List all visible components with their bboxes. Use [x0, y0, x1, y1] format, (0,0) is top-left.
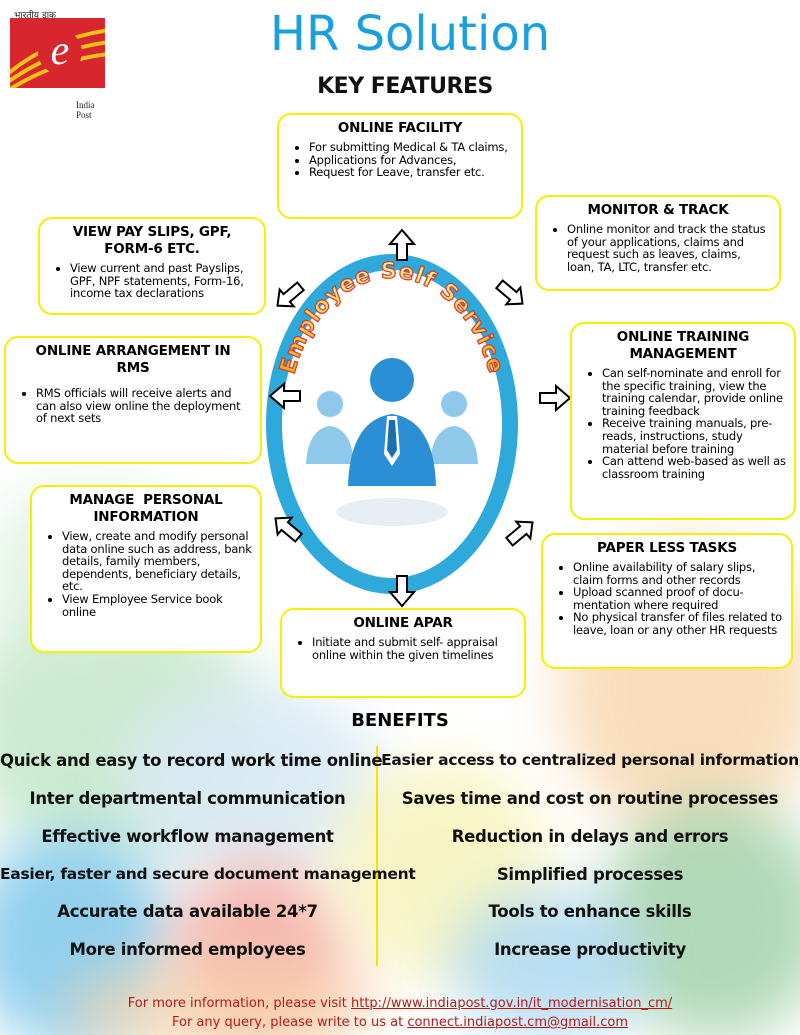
- footer-query-text: For any query, please write to us at: [171, 1015, 408, 1030]
- feature-title-line: VIEW PAY SLIPS, GPF,: [72, 224, 232, 240]
- website-link[interactable]: http://www.indiapost.gov.in/it_modernisa…: [351, 996, 673, 1011]
- footer-query-line: For any query, please write to us at con…: [0, 1015, 800, 1030]
- feature-title: MONITOR & TRACK: [587, 202, 729, 218]
- benefit-left: Quick and easy to record work time onlin…: [0, 751, 383, 770]
- benefit-right: Increase productivity: [494, 940, 686, 959]
- feature-title-line: RMS: [116, 360, 150, 376]
- logo-name: India Post: [76, 100, 95, 120]
- benefit-left: Inter departmental communication: [29, 789, 346, 808]
- logo-e-graphic: e: [3, 28, 111, 94]
- feature-title-line: INFORMATION: [93, 509, 199, 525]
- benefit-left: Easier, faster and secure document manag…: [0, 865, 416, 883]
- logo-hindi-text: भारतीय डाक: [14, 11, 56, 21]
- arrow-up-icon: [388, 228, 416, 261]
- feature-paper-less: PAPER LESS TASKS Online availability of …: [541, 533, 793, 669]
- footer-info-line: For more information, please visit http:…: [0, 996, 800, 1011]
- benefit-left: More informed employees: [69, 940, 306, 959]
- feature-list: RMS officials will receive alerts and ca…: [14, 387, 252, 425]
- arrow-left-icon: [268, 382, 301, 410]
- arrow-down-left-icon: [274, 516, 304, 543]
- feature-title-line: FORM-6 ETC.: [104, 241, 200, 257]
- logo-e-letter: e: [51, 28, 70, 74]
- feature-monitor-track: MONITOR & TRACK Online monitor and track…: [535, 195, 781, 291]
- feature-title-line: ONLINE TRAINING: [616, 329, 750, 345]
- benefits-divider: [376, 746, 378, 966]
- benefit-right: Simplified processes: [496, 865, 684, 884]
- footer-info-text: For more information, please visit: [127, 996, 351, 1011]
- email-link[interactable]: connect.indiapost.cm@gmail.com: [407, 1015, 628, 1030]
- feature-online-apar: ONLINE APAR Initiate and submit self- ap…: [280, 608, 526, 698]
- list-item: Request for Leave, transfer etc.: [309, 166, 513, 179]
- benefit-right: Tools to enhance skills: [488, 902, 692, 921]
- feature-list: Online availability of salary slips, cla…: [551, 561, 783, 637]
- key-features-heading: KEY FEATURES: [317, 74, 493, 99]
- list-item: Online availability of salary slips, cla…: [573, 561, 783, 586]
- benefits-heading: BENEFITS: [351, 710, 449, 731]
- feature-title: PAPER LESS TASKS: [597, 540, 737, 556]
- feature-title: VIEW PAY SLIPS, GPF,FORM-6 ETC.: [48, 224, 256, 258]
- list-item: No physical transfer of files related to…: [573, 611, 783, 636]
- feature-title: ONLINE FACILITY: [337, 120, 463, 136]
- arrow-right-icon: [539, 384, 572, 412]
- list-item: View current and past Payslips, GPF, NPF…: [70, 262, 256, 300]
- feature-list: Can self-nominate and enroll for the spe…: [580, 367, 786, 480]
- feature-list: View current and past Payslips, GPF, NPF…: [48, 262, 256, 300]
- benefit-right: Saves time and cost on routine processes: [401, 789, 779, 808]
- list-item: Can self-nominate and enroll for the spe…: [602, 367, 786, 417]
- people-icon: [306, 358, 478, 526]
- india-post-logo: भारतीय डाक e India Post: [3, 8, 111, 120]
- benefit-left: Effective workflow management: [41, 827, 334, 846]
- feature-title-line: MANAGEMENT: [629, 346, 737, 362]
- feature-title-line: MANAGE PERSONAL: [69, 492, 223, 508]
- list-item: Initiate and submit self- appraisal onli…: [312, 636, 516, 661]
- feature-title-line: ONLINE ARRANGEMENT IN: [35, 343, 231, 359]
- arrow-down-icon: [388, 575, 416, 608]
- arrow-up-left-icon: [276, 281, 306, 308]
- ring-graphic: Employee Self Service: [275, 258, 508, 526]
- feature-view-pay-slips: VIEW PAY SLIPS, GPF,FORM-6 ETC. View cur…: [38, 217, 266, 315]
- feature-list: For submitting Medical & TA claims, Appl…: [287, 141, 513, 179]
- list-item: Upload scanned proof of docu-mentation w…: [573, 586, 783, 611]
- feature-title: ONLINE APAR: [353, 615, 453, 631]
- list-item: View Employee Service book online: [62, 593, 252, 618]
- list-item: Receive training manuals, pre-reads, ins…: [602, 417, 786, 455]
- benefit-right: Easier access to centralized personal in…: [381, 751, 799, 769]
- benefit-left: Accurate data available 24*7: [57, 902, 318, 921]
- feature-online-facility: ONLINE FACILITY For submitting Medical &…: [277, 113, 523, 219]
- arrow-down-right-icon: [504, 520, 534, 547]
- feature-list: View, create and modify personal data on…: [40, 530, 252, 618]
- list-item: Online monitor and track the status of y…: [567, 223, 771, 273]
- list-item: View, create and modify personal data on…: [62, 530, 252, 593]
- list-item: Applications for Advances,: [309, 153, 513, 167]
- benefit-right: Reduction in delays and errors: [451, 827, 729, 846]
- feature-list: Initiate and submit self- appraisal onli…: [290, 636, 516, 661]
- page-title: HR Solution: [269, 6, 551, 62]
- list-item: Can attend web-based as well as classroo…: [602, 455, 786, 480]
- list-item: For submitting Medical & TA claims,: [309, 141, 513, 154]
- logo-red-square: e: [3, 18, 111, 94]
- list-item: RMS officials will receive alerts and ca…: [36, 387, 252, 425]
- feature-list: Online monitor and track the status of y…: [545, 223, 771, 273]
- arrow-up-right-icon: [494, 279, 524, 306]
